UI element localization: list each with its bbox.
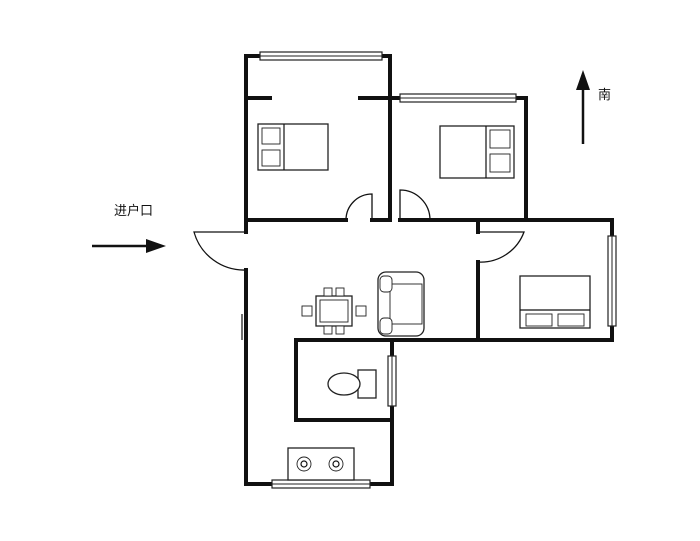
doors — [193, 189, 525, 271]
living-room — [241, 218, 614, 486]
toilet-icon — [327, 372, 361, 396]
door-bedroom-top-right — [399, 189, 431, 221]
toilet-tank-icon — [357, 369, 377, 399]
bedroom-top-left — [244, 51, 392, 222]
burner-icon — [296, 456, 312, 472]
bedroom-right — [476, 218, 617, 342]
entrance-arrow — [92, 239, 166, 253]
compass-arrow — [576, 70, 590, 144]
door-bedroom-top-left — [345, 193, 373, 221]
burner-icon — [328, 456, 344, 472]
door-bedroom-right — [477, 231, 525, 263]
bathroom — [294, 338, 397, 486]
compass-label: 南 — [598, 88, 612, 103]
entrance-door — [193, 231, 247, 271]
kitchen — [244, 447, 394, 489]
bedroom-top-right — [388, 93, 528, 222]
entrance-label: 进户口 — [114, 204, 154, 219]
